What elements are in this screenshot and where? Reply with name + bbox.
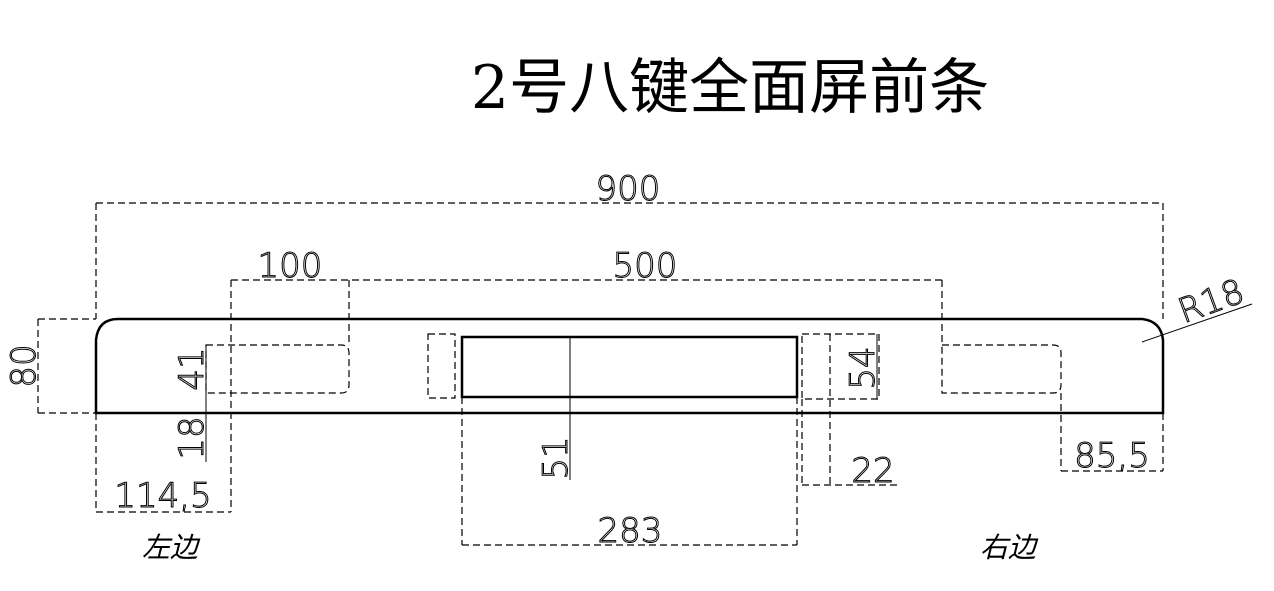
left-slot bbox=[205, 344, 350, 394]
dim-22: 22 bbox=[851, 451, 894, 491]
right-side-label: 右边 bbox=[980, 531, 1039, 564]
center-window bbox=[460, 335, 799, 399]
dim-41: 41 bbox=[172, 347, 212, 390]
part-outline bbox=[94, 317, 1165, 415]
dim-80: 80 bbox=[4, 344, 44, 387]
dimension-lines bbox=[37, 202, 1253, 546]
dim-100: 100 bbox=[258, 246, 323, 286]
dim-283: 283 bbox=[598, 511, 663, 551]
dim-r18: R18 bbox=[1173, 271, 1250, 331]
dim-51: 51 bbox=[536, 436, 576, 479]
drawing-title: 2号八键全面屏前条 bbox=[471, 53, 989, 123]
dim-54: 54 bbox=[843, 346, 883, 389]
dim-500: 500 bbox=[613, 246, 678, 286]
right-slot bbox=[941, 344, 1062, 394]
dim-900: 900 bbox=[596, 169, 661, 209]
dim-114-5: 114,5 bbox=[114, 476, 211, 516]
left-small-cutout bbox=[427, 333, 456, 399]
right-cutout bbox=[801, 333, 880, 400]
dim-18: 18 bbox=[172, 416, 212, 459]
left-side-label: 左边 bbox=[142, 531, 201, 564]
dim-85-5: 85,5 bbox=[1074, 436, 1150, 476]
